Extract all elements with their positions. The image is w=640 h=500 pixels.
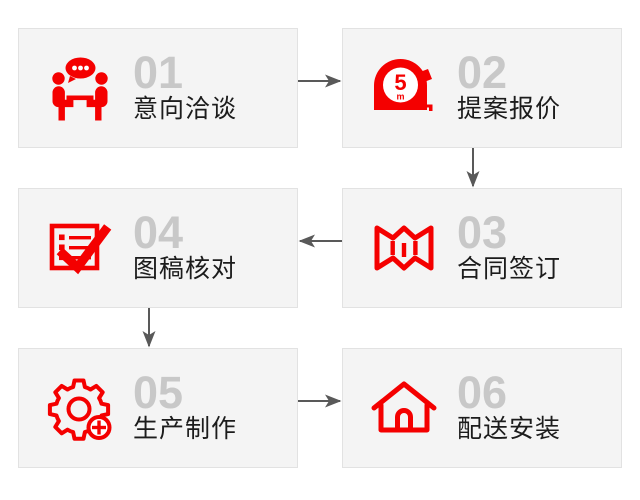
step-number: 05 xyxy=(133,366,184,418)
arrow-step04-to-step05 xyxy=(142,308,156,348)
tape-measure-icon: 5 m xyxy=(365,48,443,128)
step-card-01[interactable]: 01 意向洽谈 xyxy=(18,28,298,148)
step-text-block: 05 生产制作 xyxy=(133,366,238,445)
tape-measure-unit-text: m xyxy=(396,92,404,102)
step-number: 03 xyxy=(457,206,508,258)
arrow-step05-to-step06 xyxy=(298,394,342,408)
step-number: 06 xyxy=(457,366,508,418)
checklist-check-icon xyxy=(41,208,119,288)
step-text-block: 02 提案报价 xyxy=(457,46,562,125)
folded-map-contract-icon xyxy=(365,208,443,288)
step-text-block: 01 意向洽谈 xyxy=(133,46,238,125)
step-card-05[interactable]: 05 生产制作 xyxy=(18,348,298,468)
step-number: 02 xyxy=(457,46,508,98)
step-card-04[interactable]: 04 图稿核对 xyxy=(18,188,298,308)
step-number: 04 xyxy=(133,206,184,258)
step-label: 提案报价 xyxy=(457,94,562,123)
arrow-step02-to-step03 xyxy=(466,148,480,188)
step-text-block: 03 合同签订 xyxy=(457,206,562,285)
step-label: 图稿核对 xyxy=(133,254,238,283)
step-label: 配送安装 xyxy=(457,414,562,443)
step-label: 合同签订 xyxy=(457,254,562,283)
gear-plus-icon xyxy=(41,368,119,448)
step-label: 生产制作 xyxy=(133,414,238,443)
arrow-step01-to-step02 xyxy=(298,74,342,88)
step-card-06[interactable]: 06 配送安装 xyxy=(342,348,622,468)
step-text-block: 04 图稿核对 xyxy=(133,206,238,285)
house-icon xyxy=(365,368,443,448)
tape-measure-value-text: 5 xyxy=(394,70,406,95)
step-number: 01 xyxy=(133,46,184,98)
arrow-step03-to-step04 xyxy=(298,234,342,248)
step-text-block: 06 配送安装 xyxy=(457,366,562,445)
step-card-03[interactable]: 03 合同签订 xyxy=(342,188,622,308)
step-card-02[interactable]: 5 m 02 提案报价 xyxy=(342,28,622,148)
step-label: 意向洽谈 xyxy=(133,94,238,123)
meeting-discussion-icon xyxy=(41,48,119,128)
